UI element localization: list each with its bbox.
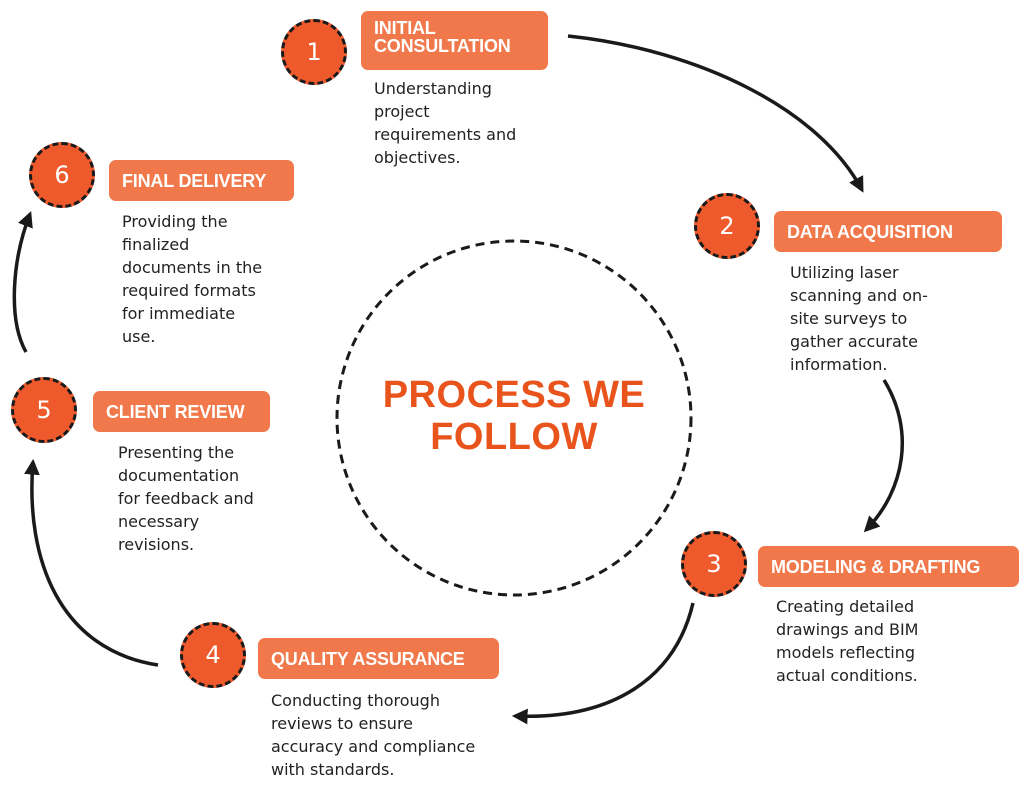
step-5-label: CLIENT REVIEW [93, 391, 270, 432]
arrow-4-to-5 [24, 458, 159, 667]
step-1-description: Understanding project requirements and o… [374, 79, 517, 167]
step-6-description: Providing the finalized documents in the… [122, 212, 263, 346]
page-title: PROCESS WE FOLLOW [382, 374, 646, 458]
step-3-description: Creating detailed drawings and BIM model… [776, 597, 919, 685]
step-6-label: FINAL DELIVERY [109, 160, 294, 201]
arrow-5-to-6 [12, 211, 33, 353]
step-5-description: Presenting the documentation for feedbac… [118, 443, 254, 554]
step-1-label: INITIAL CONSULTATION [361, 11, 548, 70]
arrow-2-to-3 [863, 379, 904, 533]
arrow-3-to-4 [511, 602, 695, 725]
step-2-label: DATA ACQUISITION [774, 211, 1002, 252]
step-6-number-badge: 6 [29, 142, 95, 208]
step-1-number-badge: 1 [281, 19, 347, 85]
step-2-description: Utilizing laser scanning and on- site su… [790, 263, 928, 374]
arrow-1-to-2 [567, 34, 864, 193]
step-4-number-badge: 4 [180, 622, 246, 688]
step-4-label: QUALITY ASSURANCE [258, 638, 499, 679]
step-3-label: MODELING & DRAFTING [758, 546, 1019, 587]
center-dashed-circle [335, 239, 693, 597]
step-5-number-badge: 5 [11, 377, 77, 443]
step-4-description: Conducting thorough reviews to ensure ac… [271, 691, 476, 779]
step-2-number-badge: 2 [694, 193, 760, 259]
step-3-number-badge: 3 [681, 531, 747, 597]
